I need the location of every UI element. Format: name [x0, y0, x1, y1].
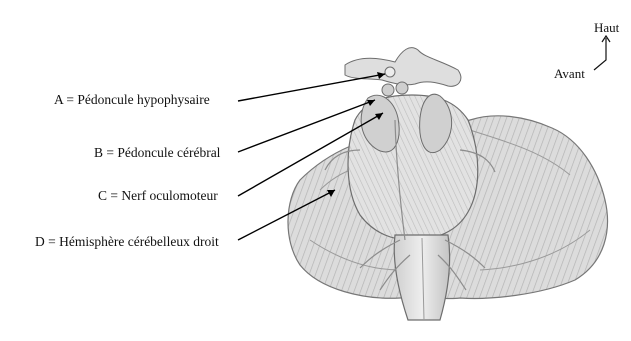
- label-pituitary-stalk: A = Pédoncule hypophysaire: [54, 92, 210, 108]
- orientation-up-label: Haut: [594, 20, 619, 36]
- label-cerebellar-hemisphere: D = Hémisphère cérébelleux droit: [35, 234, 219, 250]
- pituitary-stalk: [385, 67, 395, 77]
- label-oculomotor-nerve: C = Nerf oculomoteur: [98, 188, 218, 204]
- label-cerebral-peduncle: B = Pédoncule cérébral: [94, 145, 220, 161]
- leader-line-a: [238, 74, 385, 101]
- mammillary-body-left: [382, 84, 394, 96]
- optic-chiasm: [345, 48, 461, 87]
- mammillary-body-right: [396, 82, 408, 94]
- orientation-arrow: [594, 36, 610, 70]
- orientation-front-label: Avant: [554, 66, 585, 82]
